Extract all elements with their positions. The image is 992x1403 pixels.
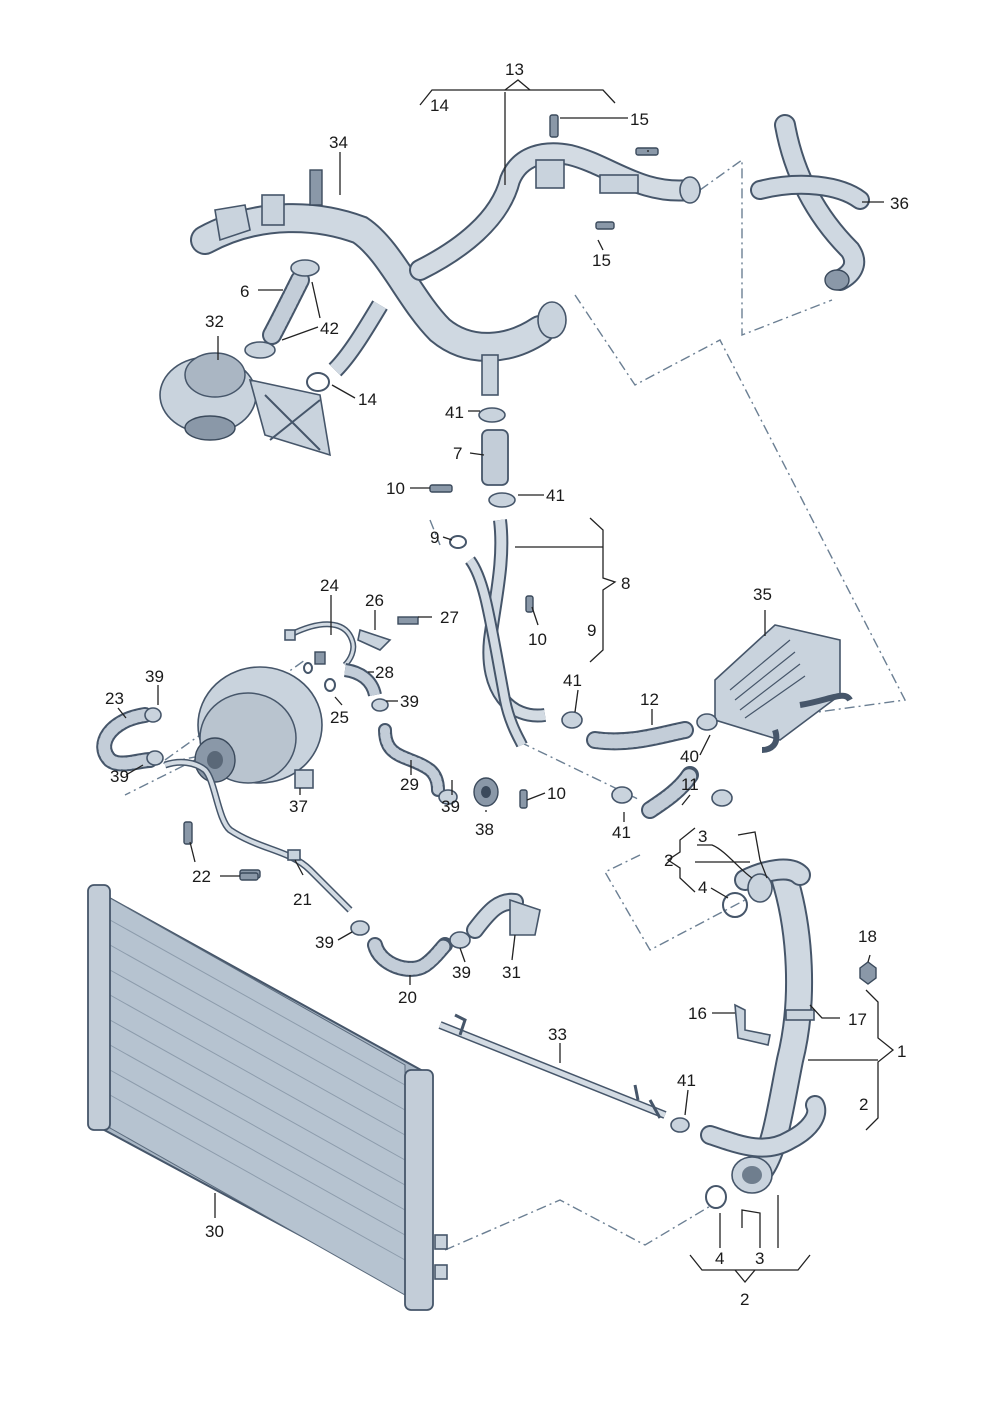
- water-pump: [159, 352, 332, 457]
- callout-22: 22: [192, 867, 211, 886]
- hose-20: [350, 920, 471, 977]
- flange-31: [466, 892, 541, 939]
- callout-14: 14: [430, 96, 449, 115]
- callout-13: 13: [505, 60, 524, 79]
- oil-cooler: [714, 624, 853, 753]
- callout-25: 25: [330, 708, 349, 727]
- callout-9: 9: [430, 528, 439, 547]
- callout-9: 9: [587, 621, 596, 640]
- callout-39: 39: [145, 667, 164, 686]
- callout-21: 21: [293, 890, 312, 909]
- callout-14: 14: [358, 390, 377, 409]
- upper-coolant-pipe: [190, 142, 701, 396]
- bolts: [239, 114, 659, 881]
- callout-3: 3: [755, 1249, 764, 1268]
- callout-18: 18: [858, 927, 877, 946]
- callout-41: 41: [563, 671, 582, 690]
- callout-10: 10: [547, 784, 566, 803]
- hose-11: [611, 766, 733, 819]
- callout-42: 42: [320, 319, 339, 338]
- callout-41: 41: [546, 486, 565, 505]
- callout-39: 39: [452, 963, 471, 982]
- callout-6: 6: [240, 282, 249, 301]
- callout-8: 8: [621, 574, 630, 593]
- callout-20: 20: [398, 988, 417, 1007]
- callout-15: 15: [592, 251, 611, 270]
- lower-hose: [700, 858, 877, 1209]
- hose-24: [284, 616, 419, 712]
- callout-37: 37: [289, 797, 308, 816]
- callout-34: 34: [329, 133, 348, 152]
- callout-4: 4: [698, 878, 707, 897]
- callout-10: 10: [386, 479, 405, 498]
- callout-33: 33: [548, 1025, 567, 1044]
- callout-2: 2: [664, 851, 673, 870]
- callout-40: 40: [680, 747, 699, 766]
- hose-7: [478, 407, 516, 508]
- pipe-8: [429, 484, 546, 748]
- callout-4: 4: [715, 1249, 724, 1268]
- callout-30: 30: [205, 1222, 224, 1241]
- callout-3: 3: [698, 827, 707, 846]
- callout-17: 17: [848, 1010, 867, 1029]
- pipe-21: [163, 758, 353, 913]
- hose-36: [750, 114, 870, 291]
- callout-39: 39: [400, 692, 419, 711]
- hose-6: [244, 259, 330, 392]
- callout-11: 11: [681, 775, 699, 794]
- callout-41: 41: [677, 1071, 696, 1090]
- callout-29: 29: [400, 775, 419, 794]
- callout-27: 27: [440, 608, 459, 627]
- alternator: [194, 666, 323, 789]
- hose-29: [378, 723, 528, 809]
- callout-39: 39: [315, 933, 334, 952]
- hose-12: [561, 711, 718, 751]
- callout-2: 2: [740, 1290, 749, 1309]
- callout-labels: 13 14 15 15 34 36 6 42 32 14 41 7 10 41 …: [105, 60, 909, 1309]
- callout-36: 36: [890, 194, 909, 213]
- hose-23: [96, 707, 164, 772]
- callout-7: 7: [453, 444, 462, 463]
- callout-41: 41: [445, 403, 464, 422]
- callout-39: 39: [110, 767, 129, 786]
- radiator: [87, 884, 448, 1311]
- callout-31: 31: [502, 963, 521, 982]
- callout-12: 12: [640, 690, 659, 709]
- callout-38: 38: [475, 820, 494, 839]
- callout-32: 32: [205, 312, 224, 331]
- callout-10: 10: [528, 630, 547, 649]
- callout-24: 24: [320, 576, 339, 595]
- callout-39: 39: [441, 797, 460, 816]
- leader-lines: [117, 79, 895, 1284]
- callout-16: 16: [688, 1004, 707, 1023]
- callout-23: 23: [105, 689, 124, 708]
- pipe-33: [438, 1013, 690, 1133]
- callout-28: 28: [375, 663, 394, 682]
- callout-1: 1: [897, 1042, 906, 1061]
- callout-15: 15: [630, 110, 649, 129]
- callout-41: 41: [612, 823, 631, 842]
- callout-35: 35: [753, 585, 772, 604]
- callout-2: 2: [859, 1095, 868, 1114]
- callout-26: 26: [365, 591, 384, 610]
